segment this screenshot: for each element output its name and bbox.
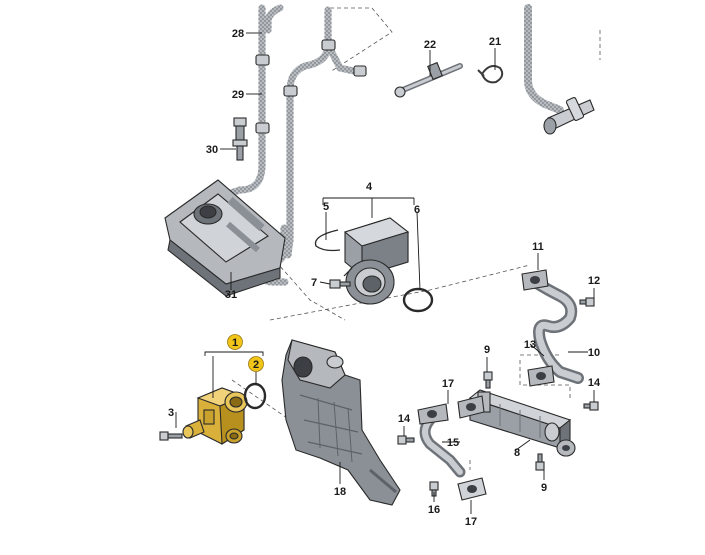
part-31-valve-cover: [164, 179, 286, 297]
callout-17-upper[interactable]: 17: [442, 378, 454, 390]
callout-29[interactable]: 29: [232, 89, 244, 101]
bolts-small: [397, 297, 599, 497]
part-8-egr-cooler: [468, 389, 576, 457]
part-15-egr-pipe-lower: [417, 395, 485, 478]
dashed-reference-lines: [231, 7, 601, 470]
callout-14-left[interactable]: 14: [398, 413, 411, 425]
part-6-o-ring: [402, 287, 434, 313]
callout-30[interactable]: 30: [206, 144, 218, 156]
part-21-clip: [477, 65, 504, 84]
callout-11[interactable]: 11: [532, 241, 544, 253]
callout-21[interactable]: 21: [489, 36, 501, 48]
part-3-bolt: [159, 431, 183, 441]
callout-28[interactable]: 28: [232, 28, 244, 40]
part-22-clamp: [394, 61, 463, 98]
callout-5[interactable]: 5: [323, 201, 329, 213]
leader-lines: [175, 32, 595, 514]
callout-15[interactable]: 15: [447, 437, 459, 449]
callout-1[interactable]: 1: [232, 337, 238, 349]
callout-16[interactable]: 16: [428, 504, 440, 516]
callout-18[interactable]: 18: [334, 486, 346, 498]
callout-17-lower[interactable]: 17: [465, 516, 477, 528]
callout-9-upper[interactable]: 9: [484, 344, 490, 356]
callout-9-lower[interactable]: 9: [541, 482, 547, 494]
breather-hose-right: [524, 4, 595, 135]
callout-7[interactable]: 7: [311, 277, 317, 289]
part-5-wire: [314, 229, 341, 252]
part-18-manifold: [281, 339, 401, 506]
highlight-badges: [227, 334, 264, 372]
callout-2[interactable]: 2: [253, 359, 259, 371]
callout-labels: 1 2 3 4 5 6 7 8 9 9 10 11 12 13 14 14 15…: [168, 28, 601, 528]
part-1-valve-highlighted: [182, 387, 248, 445]
callout-8[interactable]: 8: [514, 447, 520, 459]
part-4-actuator-unit: [343, 217, 410, 305]
callout-10[interactable]: 10: [588, 347, 600, 359]
callout-14-right[interactable]: 14: [588, 377, 601, 389]
part-17-gasket: [457, 477, 487, 501]
callout-12[interactable]: 12: [588, 275, 600, 287]
callout-3[interactable]: 3: [168, 407, 174, 419]
callout-31[interactable]: 31: [225, 289, 237, 301]
callout-22[interactable]: 22: [424, 39, 436, 51]
callout-6[interactable]: 6: [414, 204, 420, 216]
part-30-valve: [232, 117, 248, 161]
callout-13[interactable]: 13: [524, 339, 536, 351]
callout-4[interactable]: 4: [366, 181, 373, 193]
part-2-seal-highlighted: [243, 382, 267, 410]
part-10-egr-pipe: [521, 269, 584, 387]
